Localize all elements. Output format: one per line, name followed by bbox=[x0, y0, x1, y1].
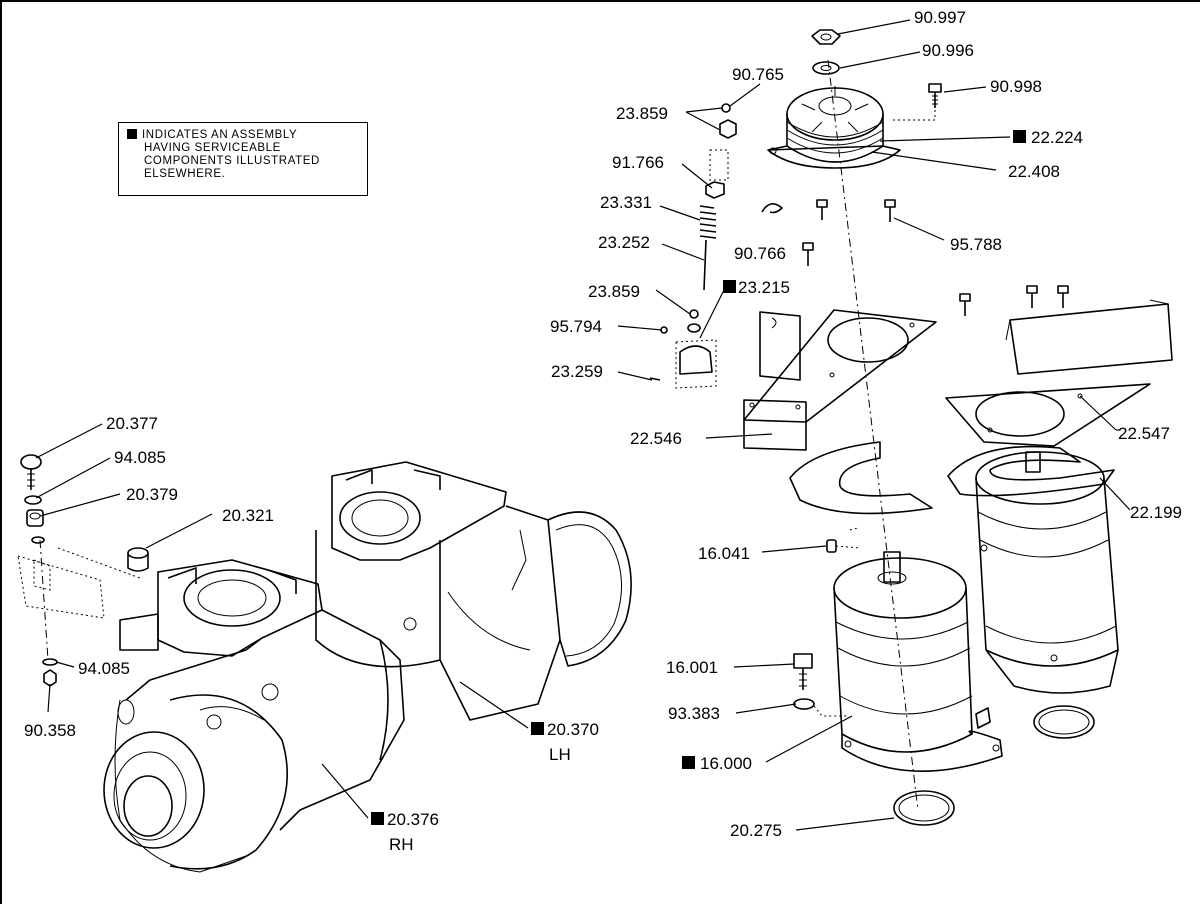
assembly-marker-22224 bbox=[1013, 130, 1026, 143]
callout-90766: 90.766 bbox=[734, 244, 786, 263]
assembly-marker-16000 bbox=[682, 756, 695, 769]
callout-90996: 90.996 bbox=[922, 41, 974, 60]
ball-23859-lower bbox=[689, 309, 699, 319]
callout-94085-bottom: 94.085 bbox=[78, 659, 130, 678]
cylinder-rear bbox=[975, 451, 1119, 694]
fastener-stack-left bbox=[17, 454, 105, 687]
assembly-marker-20370 bbox=[531, 722, 544, 735]
cap-20321 bbox=[127, 547, 149, 572]
pulley-22224 bbox=[767, 86, 901, 169]
callout-22199: 22.199 bbox=[1130, 503, 1182, 522]
callout-16041: 16.041 bbox=[698, 544, 750, 563]
callout-23859-lower: 23.859 bbox=[588, 282, 640, 301]
callout-22408: 22.408 bbox=[1008, 162, 1060, 181]
assembly-marker-20376 bbox=[371, 812, 384, 825]
nut-90765 bbox=[719, 119, 737, 139]
callout-20275: 20.275 bbox=[730, 821, 782, 840]
callout-91766: 91.766 bbox=[612, 153, 664, 172]
nut-90358 bbox=[43, 669, 57, 687]
callout-23331: 23.331 bbox=[600, 193, 652, 212]
legend-note-line-3: COMPONENTS ILLUSTRATED bbox=[144, 155, 320, 167]
callout-20376: 20.376 bbox=[387, 810, 439, 829]
callout-22547: 22.547 bbox=[1118, 424, 1170, 443]
callout-20370: 20.370 bbox=[547, 720, 599, 739]
spacer-20379 bbox=[26, 509, 44, 527]
rod-23252 bbox=[703, 239, 707, 291]
spring-23331 bbox=[699, 205, 717, 239]
washer-90996 bbox=[812, 61, 840, 75]
legend-note-line-1: INDICATES AN ASSEMBLY bbox=[127, 129, 359, 142]
callout-20379: 20.379 bbox=[126, 485, 178, 504]
body-23215 bbox=[679, 345, 713, 375]
housing-20370-lh bbox=[315, 461, 632, 721]
valve-stack bbox=[649, 103, 737, 389]
assembly-marker-23215 bbox=[723, 280, 736, 293]
bracket-22547 bbox=[945, 299, 1173, 447]
callout-94085-top: 94.085 bbox=[114, 448, 166, 467]
callout-20376-side: RH bbox=[389, 835, 414, 854]
legend-note-line-2: HAVING SERVICEABLE bbox=[144, 142, 281, 154]
callout-22546: 22.546 bbox=[630, 429, 682, 448]
housing-20376-rh bbox=[103, 559, 405, 873]
legend-note: INDICATES AN ASSEMBLY HAVING SERVICEABLE… bbox=[118, 122, 368, 196]
callout-23859-top: 23.859 bbox=[616, 104, 668, 123]
o-ring-20275 bbox=[893, 790, 955, 826]
clip-90766 bbox=[761, 203, 783, 214]
cylinder-16000 bbox=[833, 551, 1003, 772]
callout-23215: 23.215 bbox=[738, 278, 790, 297]
callout-16001: 16.001 bbox=[666, 658, 718, 677]
callout-95788: 95.788 bbox=[950, 235, 1002, 254]
callout-95794: 95.794 bbox=[550, 317, 602, 336]
legend-note-text-1: INDICATES AN ASSEMBLY bbox=[142, 129, 298, 141]
callout-90765: 90.765 bbox=[732, 65, 784, 84]
center-axis-line bbox=[827, 59, 919, 811]
washer-94085-top bbox=[24, 495, 42, 505]
callout-23252: 23.252 bbox=[598, 233, 650, 252]
callout-20377: 20.377 bbox=[106, 414, 158, 433]
nut-90997 bbox=[811, 29, 841, 45]
bolt-16001 bbox=[793, 653, 813, 690]
bracket-22546 bbox=[743, 309, 937, 451]
legend-note-line-4: ELSEWHERE. bbox=[144, 168, 226, 180]
washer-94085-bottom bbox=[42, 658, 58, 666]
callout-20321: 20.321 bbox=[222, 506, 274, 525]
o-ring-rear bbox=[1033, 705, 1095, 739]
bolts-95788 bbox=[802, 199, 1069, 316]
leader-lines bbox=[35, 19, 1131, 831]
callout-90997: 90.997 bbox=[914, 8, 966, 27]
callout-16000: 16.000 bbox=[700, 754, 752, 773]
o-ring-20275-inner bbox=[898, 794, 950, 822]
callout-90998: 90.998 bbox=[990, 77, 1042, 96]
o-ring-rear-inner bbox=[1038, 709, 1090, 735]
assembly-marker-icon bbox=[127, 129, 137, 139]
callout-20370-side: LH bbox=[549, 745, 571, 764]
callout-22224: 22.224 bbox=[1031, 128, 1083, 147]
callout-23259: 23.259 bbox=[551, 362, 603, 381]
pin-23259 bbox=[649, 377, 661, 381]
bolt-90998 bbox=[890, 83, 942, 121]
callout-93383: 93.383 bbox=[668, 704, 720, 723]
nut-91766 bbox=[705, 181, 725, 199]
gasket-22199 bbox=[789, 441, 1115, 515]
pin-16041 bbox=[826, 527, 861, 553]
callout-90358: 90.358 bbox=[24, 721, 76, 740]
ball-23859-top bbox=[721, 103, 731, 113]
